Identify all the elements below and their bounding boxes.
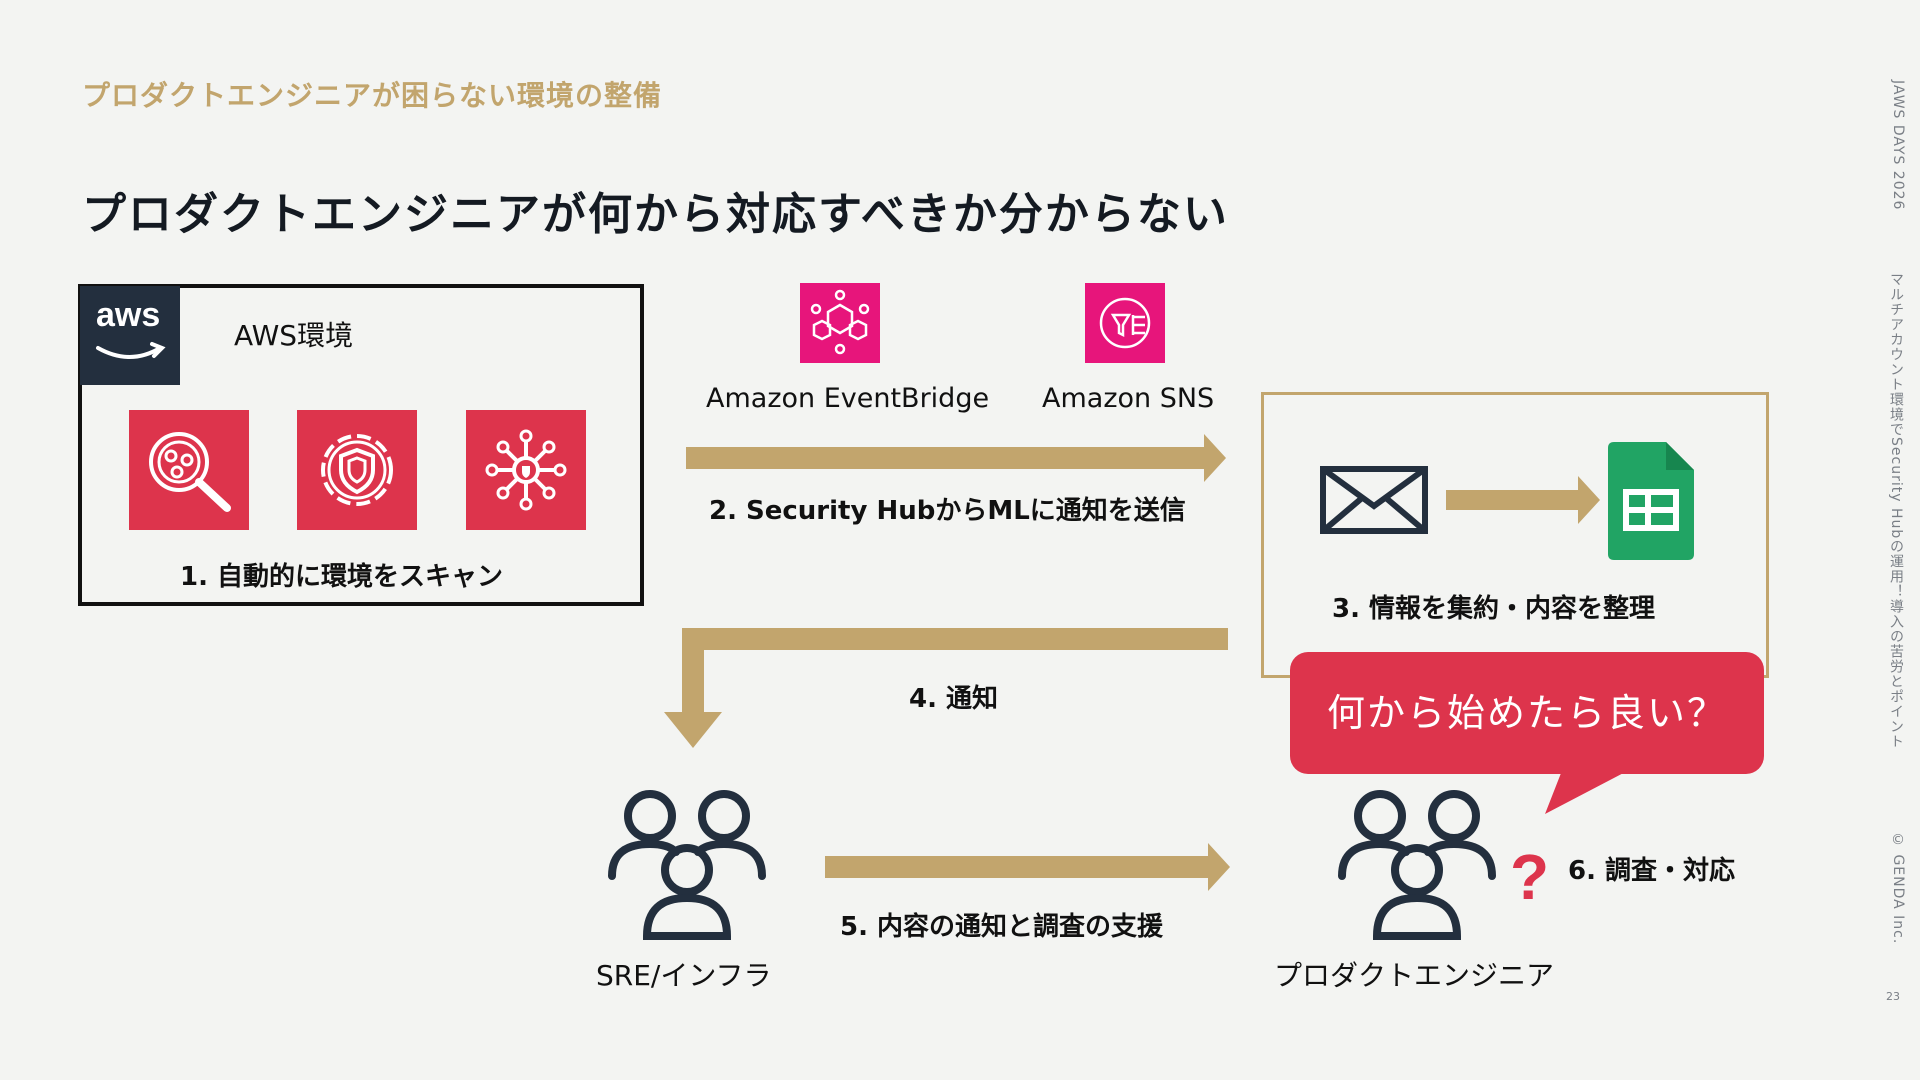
page-number: 23 — [1886, 990, 1900, 1003]
email-icon — [1320, 466, 1428, 534]
eventbridge-label: Amazon EventBridge — [706, 383, 990, 414]
speech-bubble — [1290, 652, 1764, 774]
page-title: プロダクトエンジニアが何から対応すべきか分からない — [82, 189, 1229, 240]
arrow-email-to-sheet — [1446, 476, 1600, 524]
arrow-step-5 — [825, 843, 1230, 891]
arrow-step-4 — [664, 628, 1228, 748]
section-label: プロダクトエンジニアが困らない環境の整備 — [82, 79, 663, 112]
step-2-label: 2. Security HubからMLに通知を送信 — [709, 496, 1186, 526]
aws-smile-icon — [96, 342, 166, 359]
aws-logo: aws — [80, 286, 180, 385]
talk-title: マルチアカウント環境でSecurity Hubの運用！導入の苦労とポイント — [1888, 272, 1904, 750]
step-6-label: 6. 調査・対応 — [1568, 856, 1736, 886]
step-3-label: 3. 情報を集約・内容を整理 — [1332, 594, 1656, 624]
step-4-label: 4. 通知 — [909, 684, 999, 714]
step-5-label: 5. 内容の通知と調査の支援 — [840, 912, 1164, 942]
speech-bubble-tail — [1545, 768, 1633, 814]
sre-team-icon — [608, 790, 766, 940]
sns-icon — [1085, 283, 1165, 363]
step-1-label: 1. 自動的に環境をスキャン — [180, 562, 504, 592]
product-engineer-team-icon — [1338, 790, 1496, 940]
event-name: JAWS DAYS 2026 — [1890, 80, 1906, 211]
product-engineer-label: プロダクトエンジニア — [1274, 959, 1555, 992]
sns-label: Amazon SNS — [1042, 383, 1215, 414]
google-sheets-icon — [1608, 442, 1694, 560]
guardduty-icon — [297, 410, 417, 530]
aws-environment-label: AWS環境 — [234, 319, 354, 352]
sre-label: SRE/インフラ — [596, 959, 772, 992]
speech-bubble-text: 何から始めたら良い？ — [1326, 691, 1727, 735]
question-mark-icon: ? — [1510, 841, 1550, 913]
inspector-icon — [129, 410, 249, 530]
eventbridge-icon — [800, 283, 880, 363]
security-hub-icon — [466, 410, 586, 530]
copyright: © GENDA Inc. — [1890, 832, 1906, 945]
aws-logo-text: aws — [96, 296, 161, 334]
arrow-step-2 — [686, 434, 1226, 482]
